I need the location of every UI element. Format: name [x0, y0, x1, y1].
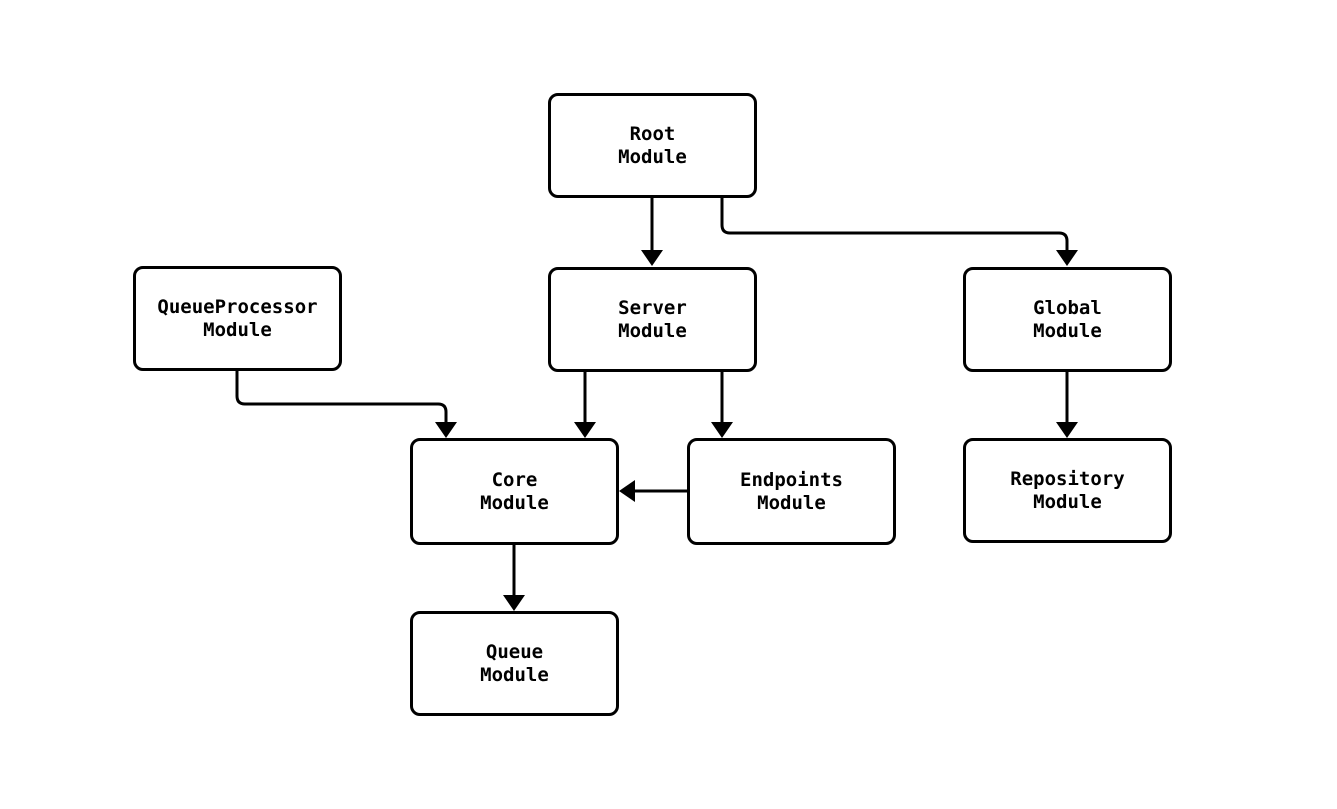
- edge-global-to-repository: [1056, 372, 1078, 438]
- node-core-module-label: Core Module: [480, 468, 549, 514]
- edge-endpoints-to-core: [619, 480, 687, 502]
- node-endpoints-module-label: Endpoints Module: [740, 468, 843, 514]
- node-core-module: Core Module: [410, 438, 619, 545]
- node-server-module: Server Module: [548, 267, 757, 372]
- node-endpoints-module: Endpoints Module: [687, 438, 896, 545]
- node-queue-module: Queue Module: [410, 611, 619, 716]
- node-root-module: Root Module: [548, 93, 757, 198]
- node-queue-module-label: Queue Module: [480, 640, 549, 686]
- node-global-module: Global Module: [963, 267, 1172, 372]
- node-repository-module-label: Repository Module: [1010, 467, 1125, 513]
- edge-root-to-global: [720, 198, 1078, 266]
- node-global-module-label: Global Module: [1033, 296, 1102, 342]
- node-root-module-label: Root Module: [618, 122, 687, 168]
- node-queueprocessor-module: QueueProcessor Module: [133, 266, 342, 371]
- edge-server-to-core: [574, 372, 596, 438]
- edge-core-to-queue: [503, 545, 525, 611]
- node-repository-module: Repository Module: [963, 438, 1172, 543]
- edge-root-to-server: [641, 198, 663, 266]
- node-server-module-label: Server Module: [618, 296, 687, 342]
- edge-server-to-endpoints: [711, 372, 733, 438]
- edge-queueprocessor-to-core: [235, 371, 457, 438]
- node-queueprocessor-module-label: QueueProcessor Module: [157, 295, 318, 341]
